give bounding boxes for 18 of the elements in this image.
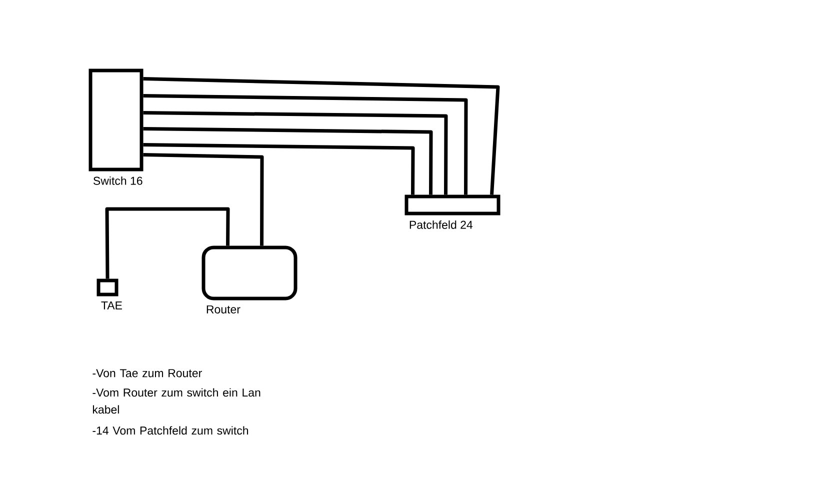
- patch-panel-box: Patchfeld 24: [404, 194, 500, 229]
- cable-line: [143, 153, 264, 246]
- socket-box: TAE: [96, 278, 122, 310]
- node-label: TAE: [101, 301, 122, 310]
- note-text: -Von Tae zum Router: [92, 369, 202, 378]
- switch-box: Switch 16: [88, 68, 144, 185]
- node-label: Router: [206, 305, 240, 314]
- cable-line: [105, 207, 230, 279]
- cable-line: [143, 111, 448, 195]
- cable-line: [143, 127, 433, 195]
- cable-line: [143, 77, 500, 195]
- cable-line: [143, 94, 468, 195]
- cable-line: [143, 143, 415, 195]
- node-label: Switch 16: [93, 176, 142, 185]
- node-label: Patchfeld 24: [410, 220, 473, 229]
- note-text: -14 Vom Patchfeld zum switch: [92, 426, 248, 435]
- router-box: Router: [202, 246, 298, 314]
- note-text: -Vom Router zum switch ein Lan kabel: [92, 388, 260, 414]
